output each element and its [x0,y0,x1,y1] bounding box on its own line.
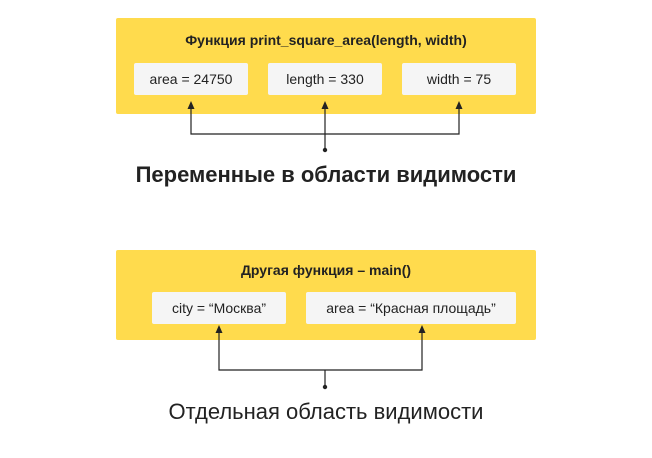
connector-dot [322,147,328,153]
variable-box-area: area = 24750 [134,63,248,95]
arrow-up-icon [455,101,463,109]
arrow-up-icon [321,101,329,109]
function-title: Функция print_square_area(length, width) [185,32,467,48]
scope-panel-print-square-area: Функция print_square_area(length, width)… [116,18,536,114]
variable-box-city: city = “Москва” [152,292,286,324]
scope-panel-main: Другая функция – main() city = “Москва” … [116,250,536,340]
arrow-up-icon [418,325,426,333]
variable-box-area: area = “Красная площадь” [306,292,516,324]
connector-bracket [218,332,423,371]
scope-caption: Переменные в области видимости [135,162,517,187]
arrow-up-icon [215,325,223,333]
function-title: Другая функция – main() [240,262,412,278]
variable-box-length: length = 330 [268,63,382,95]
connector-dot [322,384,328,390]
scope-caption: Отдельная область видимости [168,399,484,424]
variable-box-width: width = 75 [402,63,516,95]
arrow-up-icon [187,101,195,109]
